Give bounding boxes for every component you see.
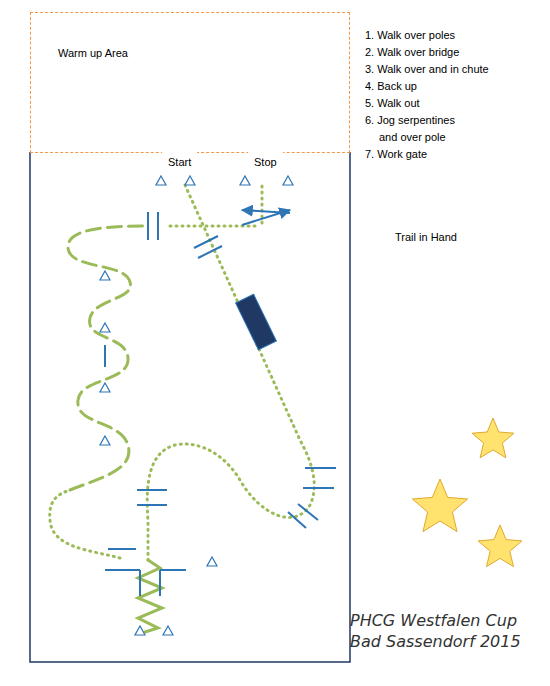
cone-marker (283, 176, 293, 185)
list-item: 4. Back up (365, 78, 549, 95)
cone-marker (100, 436, 110, 445)
list-item: 6. Jog serpentines and over pole (365, 112, 475, 146)
stop-label: Stop (248, 152, 283, 173)
list-item: 3. Walk over and in chute (365, 61, 549, 78)
bridge (236, 294, 277, 350)
cone-marker (100, 271, 110, 280)
cone-marker (100, 383, 110, 392)
serpentine-pole (104, 345, 106, 367)
start-label: Start (162, 152, 197, 173)
back-up-route (138, 560, 162, 632)
area-label: Warm up Area (58, 47, 349, 59)
event-caption: PHCG Westfalen Cup Bad Sassendorf 2015 (350, 610, 522, 652)
walk-poles (288, 504, 318, 528)
arena-border (30, 152, 350, 662)
star-decoration (412, 479, 467, 532)
gate-route (170, 186, 262, 226)
list-item: 2. Walk over bridge (365, 44, 549, 61)
walk-route (147, 185, 314, 560)
walk-poles (303, 468, 336, 488)
jog-poles (137, 490, 167, 505)
star-decoration (472, 418, 514, 458)
cone-marker (240, 176, 250, 185)
course-name: Trail in Hand (395, 229, 535, 246)
walk-out-route (50, 490, 120, 558)
cone-marker (163, 626, 173, 635)
cone-marker (207, 557, 217, 566)
chute (105, 549, 186, 596)
list-item: 1. Walk over poles (365, 27, 549, 44)
start-poles (148, 212, 158, 240)
warm-up-area: Warm up Area (30, 12, 350, 153)
cone-marker (185, 176, 195, 185)
list-item: 7. Work gate (365, 146, 549, 163)
cone-marker (156, 176, 166, 185)
cone-marker (135, 626, 145, 635)
list-item: 5. Walk out (365, 95, 549, 112)
star-decoration (478, 525, 522, 567)
jog-serpentine-route (68, 226, 145, 490)
walk-poles (194, 236, 222, 258)
cone-marker (100, 323, 110, 332)
gate-arrows (242, 210, 290, 225)
